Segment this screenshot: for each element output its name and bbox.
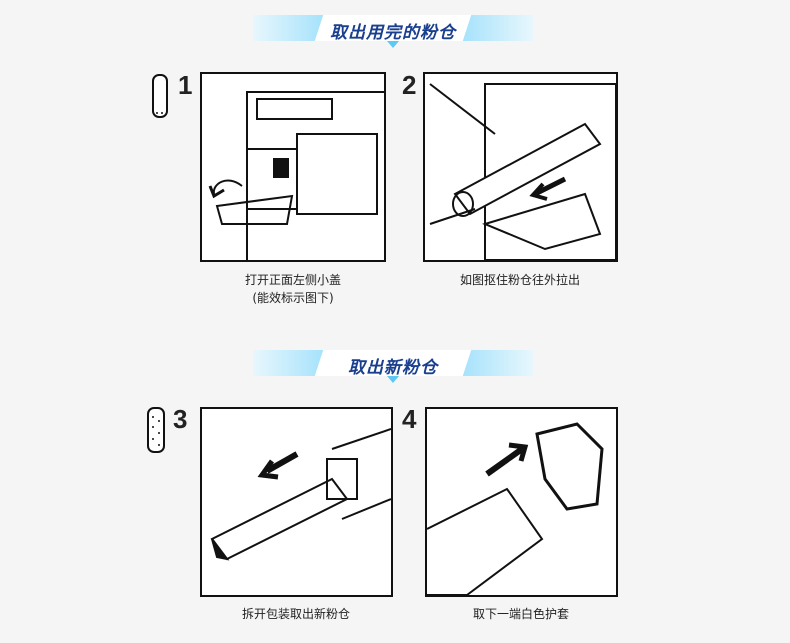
step-4-illustration	[425, 407, 618, 597]
section-banner-new-toner: 取出新粉仓	[253, 350, 533, 383]
step-caption: 如图抠住粉仓往外拉出	[459, 273, 580, 287]
section-title: 取出用完的粉仓	[330, 23, 456, 43]
step-caption: 拆开包装取出新粉仓	[241, 607, 350, 621]
pull-toner-drawing	[429, 83, 617, 261]
step-number: 2	[402, 70, 417, 100]
section-banner-remove-old: 取出用完的粉仓	[253, 15, 533, 48]
unpack-toner-drawing	[210, 428, 392, 561]
section-title: 取出新粉仓	[348, 358, 438, 378]
step-caption: 取下一端白色护套	[472, 607, 569, 621]
step-number: 4	[402, 404, 417, 434]
step-caption: 打开正面左侧小盖	[244, 273, 341, 287]
step-3-illustration	[200, 407, 393, 597]
remove-cap-drawing	[426, 422, 604, 596]
step-1-illustration	[200, 72, 388, 263]
printer-open-cover-drawing	[208, 91, 388, 263]
new-toner-icon	[147, 407, 165, 453]
step-number: 1	[178, 70, 193, 100]
empty-toner-icon	[152, 74, 168, 118]
step-2-illustration	[423, 72, 618, 262]
arrow-down-icon	[387, 376, 399, 383]
step-number: 3	[173, 404, 188, 434]
arrow-down-icon	[387, 41, 399, 48]
step-caption-note: (能效标示图下)	[252, 291, 334, 305]
